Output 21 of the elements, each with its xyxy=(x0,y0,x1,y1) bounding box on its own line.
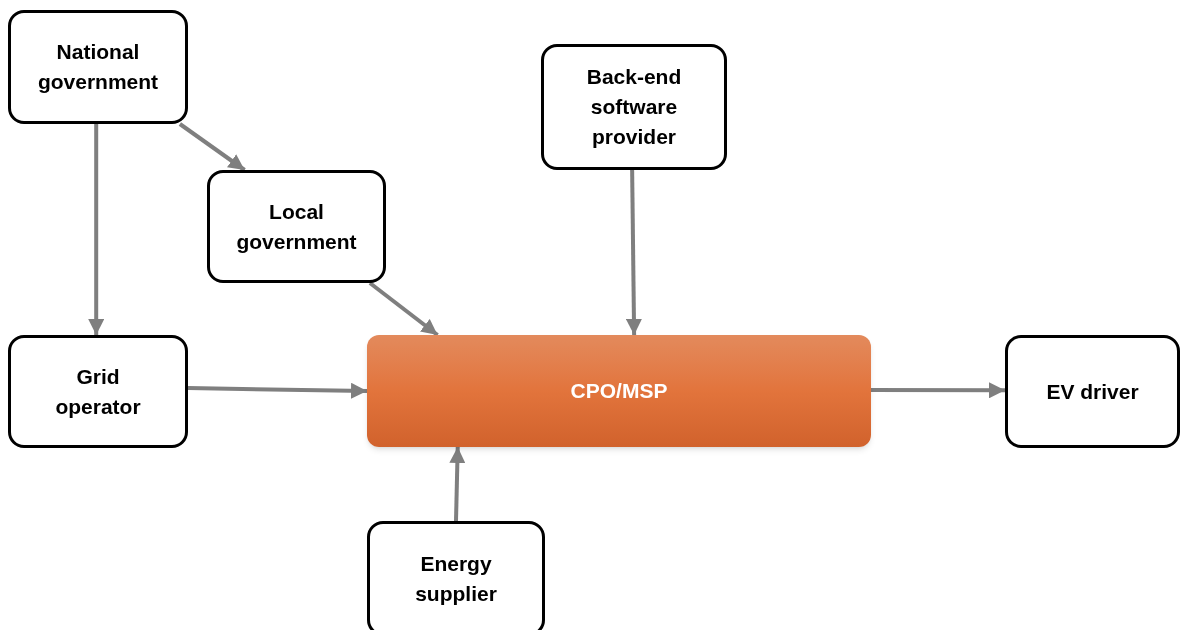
node-label: Energy supplier xyxy=(414,550,498,607)
process-box xyxy=(541,44,727,170)
node-label: Grid operator xyxy=(54,363,142,420)
arrow xyxy=(368,281,439,337)
process-box xyxy=(367,521,545,630)
process-box xyxy=(8,335,188,448)
arrow xyxy=(88,124,105,335)
hub-box xyxy=(367,335,871,447)
arrow xyxy=(871,382,1005,399)
arrow xyxy=(178,122,246,172)
node-label: EV driver xyxy=(1046,378,1139,405)
node-label: Local government xyxy=(236,198,357,255)
process-box xyxy=(207,170,386,283)
arrow xyxy=(187,382,368,399)
node-label: CPO/MSP xyxy=(570,378,668,405)
arrow xyxy=(625,169,642,336)
node-label: National government xyxy=(37,39,159,95)
process-box xyxy=(8,10,188,124)
arrow xyxy=(449,446,466,522)
node-label: Back-end software provider xyxy=(585,64,683,150)
process-box xyxy=(1005,335,1180,448)
